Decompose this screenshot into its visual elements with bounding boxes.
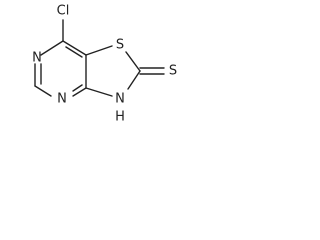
atom-labels: Cl N N S S N H	[32, 4, 177, 125]
bond-n4-c3a-outer	[72, 87, 87, 97]
bond-c7a-s1	[85, 45, 113, 56]
bond-c3a-n4-inner	[72, 84, 83, 92]
atom-s-ring: S	[116, 38, 124, 53]
atom-nh-n: N	[115, 92, 125, 107]
bond-c7-n6	[40, 40, 64, 56]
bond-c7-c7a-inner	[65, 46, 83, 58]
bond-c7-c7a-outer	[62, 40, 87, 56]
atom-n-bottom: N	[57, 92, 67, 107]
atom-nh-h: H	[115, 110, 125, 125]
atom-s-thione: S	[169, 64, 177, 79]
bond-c5-n4	[34, 85, 52, 97]
bonds	[34, 19, 165, 97]
structure-diagram: Cl N N S S N H	[32, 4, 177, 125]
atom-n-top: N	[32, 51, 42, 66]
bond-n3-c3a	[85, 87, 113, 97]
bond-c2-n3	[127, 70, 141, 90]
atom-cl: Cl	[57, 4, 70, 19]
bond-s1-c2	[125, 51, 141, 72]
